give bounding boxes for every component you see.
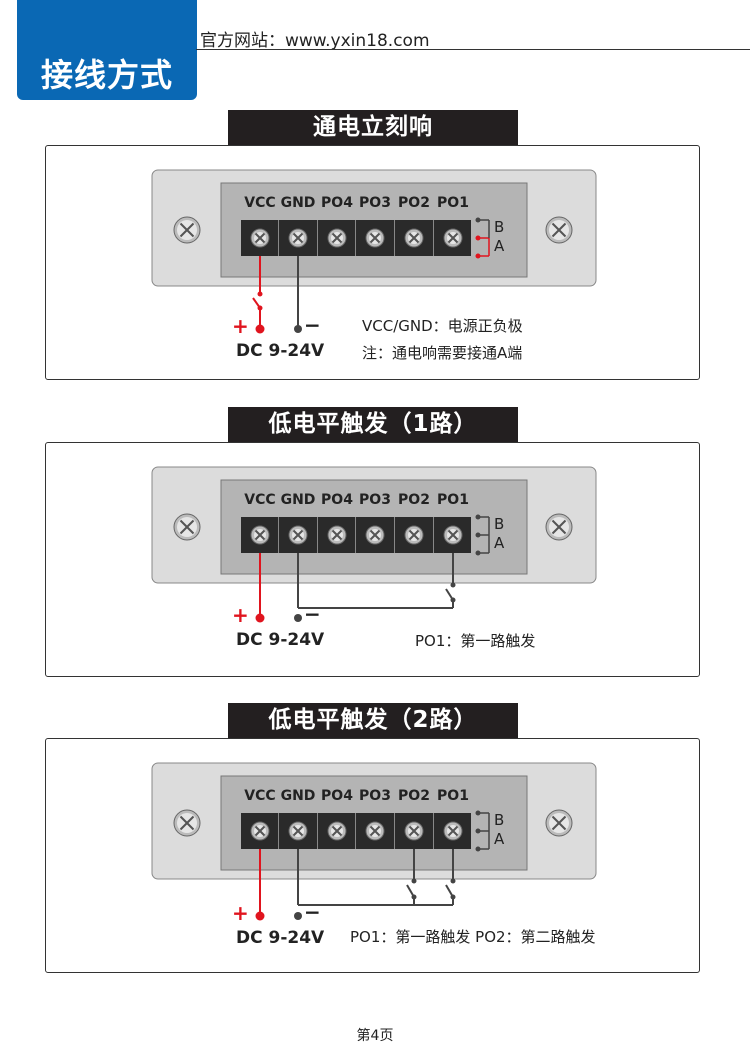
header-divider [196, 49, 750, 50]
terminal-label: PO2 [398, 492, 430, 508]
terminal-screw-icon [404, 525, 424, 545]
power-voltage-label: DC 9-24V [236, 630, 325, 650]
minus-sign: − [304, 313, 321, 337]
wiring-note: PO1：第一路触发 PO2：第二路触发 [350, 928, 596, 946]
terminal-screw-icon [365, 228, 385, 248]
mount-screw-icon [545, 216, 573, 244]
terminal-label: PO3 [359, 195, 391, 211]
wiring-note: PO1：第一路触发 [415, 632, 536, 650]
terminal-screw-icon [365, 525, 385, 545]
terminal-label: PO3 [359, 788, 391, 804]
negative-terminal-dot [294, 912, 302, 920]
page-number: 第4页 [356, 1028, 394, 1044]
positive-terminal-dot [255, 324, 265, 334]
terminal-label: PO3 [359, 492, 391, 508]
mount-screw-icon [173, 513, 201, 541]
a-label: A [494, 830, 505, 848]
mount-screw-icon [545, 809, 573, 837]
terminal-label: VCC [244, 492, 276, 508]
positive-terminal-dot [255, 613, 265, 623]
terminal-screw-icon [250, 525, 270, 545]
power-switch-icon [252, 291, 263, 311]
negative-terminal-dot [294, 614, 302, 622]
mount-screw-icon [173, 809, 201, 837]
panel-frame [45, 145, 700, 380]
terminal-screw-icon [288, 821, 308, 841]
terminal-label: GND [280, 492, 316, 508]
terminal-screw-icon [250, 228, 270, 248]
a-label: A [494, 534, 505, 552]
wiring-diagram [151, 466, 597, 623]
terminal-label: PO1 [437, 788, 469, 804]
terminal-screw-icon [327, 228, 347, 248]
trigger-switch-icon [445, 582, 456, 603]
wiring-note: VCC/GND：电源正负极 [362, 317, 523, 335]
terminal-screw-icon [443, 821, 463, 841]
panel-title: 低电平触发（1路） [228, 407, 518, 442]
terminal-label: PO4 [321, 788, 353, 804]
terminal-screw-icon [443, 228, 463, 248]
wiring-diagram [151, 169, 597, 334]
minus-sign: − [304, 900, 321, 924]
panel-title: 通电立刻响 [228, 110, 518, 145]
a-label: A [494, 237, 505, 255]
terminal-screw-icon [443, 525, 463, 545]
plus-sign: + [232, 314, 249, 338]
terminal-screw-icon [327, 525, 347, 545]
power-voltage-label: DC 9-24V [236, 341, 325, 361]
terminal-label: PO1 [437, 492, 469, 508]
terminal-screw-icon [404, 821, 424, 841]
terminal-label: VCC [244, 195, 276, 211]
terminal-label: GND [280, 788, 316, 804]
panel-frame [45, 442, 700, 677]
terminal-screw-icon [288, 525, 308, 545]
terminal-label: PO1 [437, 195, 469, 211]
mount-screw-icon [173, 216, 201, 244]
section-title: 接线方式 [40, 56, 173, 94]
trigger-switch-icon [406, 878, 417, 900]
terminal-screw-icon [288, 228, 308, 248]
b-label: B [494, 218, 505, 236]
negative-terminal-dot [294, 325, 302, 333]
terminal-screw-icon [327, 821, 347, 841]
section-tab: 接线方式 [17, 0, 197, 100]
panel-frame [45, 738, 700, 973]
mount-screw-icon [545, 513, 573, 541]
minus-sign: − [304, 602, 321, 626]
terminal-screw-icon [404, 228, 424, 248]
terminal-label: PO2 [398, 788, 430, 804]
b-label: B [494, 515, 505, 533]
wiring-note: 注：通电响需要接通A端 [362, 344, 523, 362]
terminal-label: VCC [244, 788, 276, 804]
trigger-switch-icon [445, 878, 456, 900]
terminal-label: PO4 [321, 492, 353, 508]
positive-terminal-dot [255, 911, 265, 921]
terminal-label: GND [280, 195, 316, 211]
terminal-screw-icon [250, 821, 270, 841]
wiring-diagram [151, 762, 597, 921]
terminal-label: PO4 [321, 195, 353, 211]
power-voltage-label: DC 9-24V [236, 928, 325, 948]
website-label: 官方网站：www.yxin18.com [200, 31, 430, 51]
plus-sign: + [232, 603, 249, 627]
panel-title: 低电平触发（2路） [228, 703, 518, 738]
terminal-screw-icon [365, 821, 385, 841]
plus-sign: + [232, 901, 249, 925]
terminal-label: PO2 [398, 195, 430, 211]
b-label: B [494, 811, 505, 829]
